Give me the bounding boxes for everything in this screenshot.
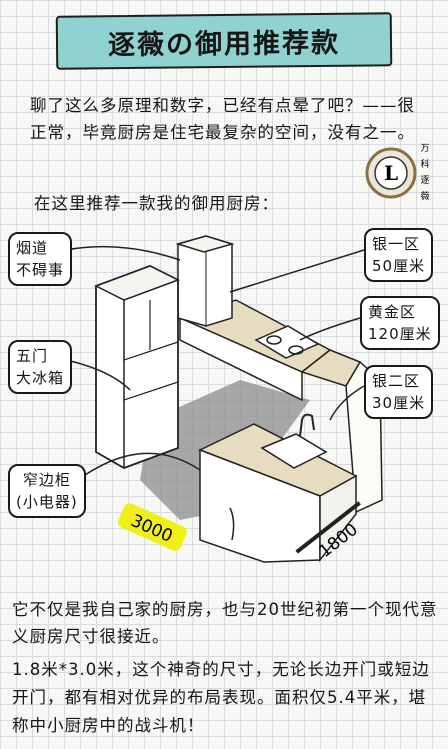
fridge-split-2 (123, 381, 179, 401)
chimney-top (175, 235, 235, 253)
burner-left-icon (266, 335, 282, 345)
pointer-gold (299, 317, 361, 341)
label-silver-zone-1: 银一区 50厘米 (364, 228, 434, 282)
label-chimney: 烟道 不碍事 (8, 232, 73, 286)
stamp-char-1: 万 (420, 144, 429, 154)
sink (260, 433, 328, 469)
stamp-char-3: 逐 (420, 175, 429, 186)
dimension-width-line (295, 501, 361, 554)
brand-stamp: L 万 科 逐 薇 (365, 144, 430, 202)
pointer-fridge (65, 359, 131, 391)
intro-text: 聊了这么多原理和数字，已经有点晕了吧？——很正常，毕竟厨房是住宅最复杂的空间，没… (30, 96, 415, 142)
pointer-dim-line (229, 507, 235, 541)
recommend-text: 在这里推荐一款我的御用厨房： (34, 194, 279, 213)
counter-front-face (199, 448, 321, 563)
pointer-chimney (65, 245, 181, 261)
pointer-silver-1 (229, 249, 365, 293)
label-side-cabinet: 窄边柜 (小电器) (8, 464, 86, 518)
stamp-letter: L (384, 161, 398, 185)
label-gold-zone: 黄金区 120厘米 (360, 296, 440, 350)
label-fridge: 五门 大冰箱 (8, 340, 73, 394)
burner-right-icon (288, 345, 304, 355)
faucet-icon (299, 413, 315, 437)
pointer-silver-2 (329, 385, 365, 421)
fridge (95, 265, 179, 469)
dimension-length-highlight (117, 503, 187, 551)
fridge-split-1 (123, 341, 179, 361)
pointer-side-cabinet (69, 452, 201, 487)
stamp-char-2: 科 (420, 158, 429, 170)
label-silver-zone-2: 银二区 30厘米 (364, 365, 434, 419)
stamp-char-4: 薇 (420, 190, 429, 202)
counter-back-front (179, 316, 303, 402)
body-text-1: 它不仅是我自己家的厨房，也与20世纪初第一个现代意义厨房尺寸很接近。 (12, 600, 438, 646)
body-text-2: 1.8米*3.0米，这个神奇的尺寸，无论长边开门或短边开门，都有相对优异的布局表… (12, 660, 430, 735)
fridge-top (94, 265, 180, 301)
stamp-inner (374, 156, 408, 190)
